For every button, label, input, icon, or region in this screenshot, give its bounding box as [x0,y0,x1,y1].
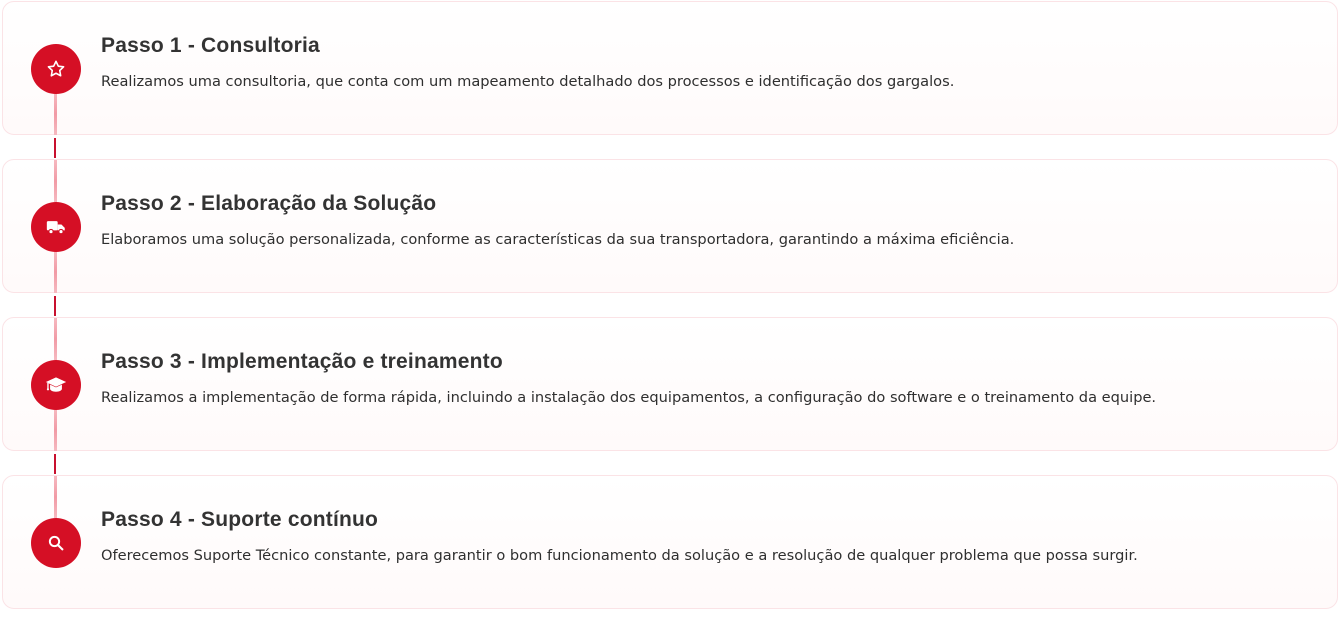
timeline-connector [54,138,56,158]
timeline-line [54,409,57,451]
step-card-2: Passo 2 - Elaboração da Solução Elaboram… [2,159,1338,293]
timeline-line [54,160,57,202]
step-badge-4 [31,518,81,568]
timeline-line [54,93,57,135]
step-description: Oferecemos Suporte Técnico constante, pa… [101,547,1138,564]
step-title: Passo 3 - Implementação e treinamento [101,350,503,373]
step-description: Elaboramos uma solução personalizada, co… [101,231,1015,248]
graduation-cap-icon [45,376,67,394]
step-card-1: Passo 1 - Consultoria Realizamos uma con… [2,1,1338,135]
search-icon [47,534,65,552]
step-card-3: Passo 3 - Implementação e treinamento Re… [2,317,1338,451]
timeline-connector [54,454,56,474]
timeline-line [54,251,57,293]
step-description: Realizamos uma consultoria, que conta co… [101,73,955,90]
truck-icon [46,219,66,235]
timeline-connector [54,296,56,316]
step-title: Passo 2 - Elaboração da Solução [101,192,437,215]
timeline-line [54,476,57,518]
star-icon [46,59,66,79]
step-title: Passo 1 - Consultoria [101,34,320,57]
step-badge-1 [31,44,81,94]
step-badge-2 [31,202,81,252]
timeline-line [54,318,57,360]
step-description: Realizamos a implementação de forma rápi… [101,389,1157,406]
step-card-4: Passo 4 - Suporte contínuo Oferecemos Su… [2,475,1338,609]
step-badge-3 [31,360,81,410]
step-title: Passo 4 - Suporte contínuo [101,508,379,531]
